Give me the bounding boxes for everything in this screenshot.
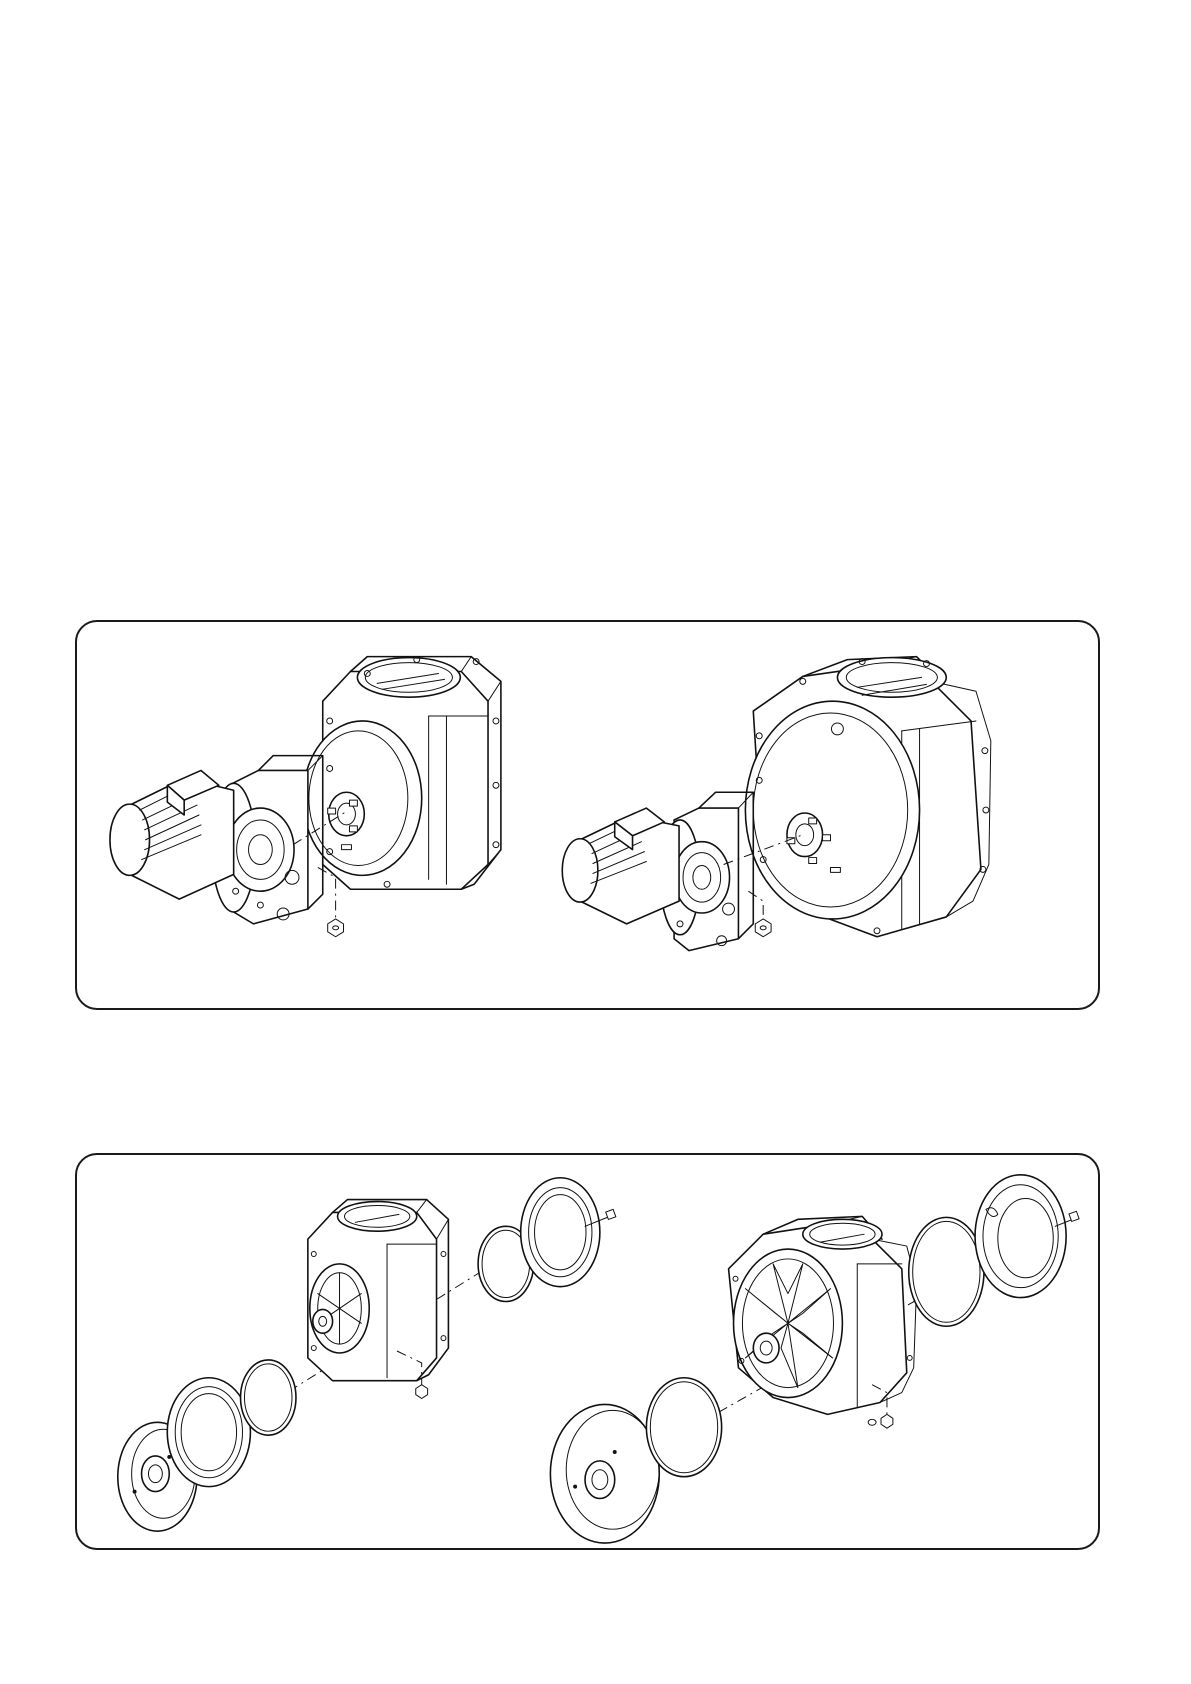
- small-exploded-body: [308, 1200, 449, 1381]
- large-fastener-line: [748, 891, 763, 919]
- small-hex-nut: [328, 919, 344, 937]
- small-valve-exploded: [118, 1178, 616, 1531]
- exploded-views-panel: [75, 1153, 1100, 1550]
- small-exploded-nut: [416, 1385, 428, 1399]
- drive-assembly-drawing: [77, 622, 1098, 1008]
- small-motor: [110, 770, 234, 899]
- small-flange-ring: [167, 1378, 250, 1487]
- large-o-ring: [646, 1378, 721, 1477]
- small-right-flange: [521, 1178, 600, 1287]
- small-fastener-line: [318, 867, 336, 918]
- large-exploded-body: [729, 1216, 917, 1414]
- large-right-o-ring: [909, 1217, 984, 1326]
- drive-assembly-panel: [75, 620, 1100, 1010]
- large-hex-nut: [755, 919, 771, 937]
- large-right-cover: [975, 1175, 1066, 1298]
- small-valve-with-gearmotor: [110, 657, 501, 937]
- large-exploded-nut: [868, 1414, 893, 1428]
- small-o-ring: [241, 1360, 296, 1435]
- large-valve-exploded: [550, 1175, 1079, 1543]
- large-valve-with-gearmotor: [562, 657, 991, 951]
- large-end-cover: [550, 1404, 659, 1543]
- large-motor: [562, 808, 679, 924]
- large-valve-body: [745, 657, 990, 937]
- small-valve-body: [303, 657, 501, 890]
- exploded-views-drawing: [77, 1155, 1098, 1548]
